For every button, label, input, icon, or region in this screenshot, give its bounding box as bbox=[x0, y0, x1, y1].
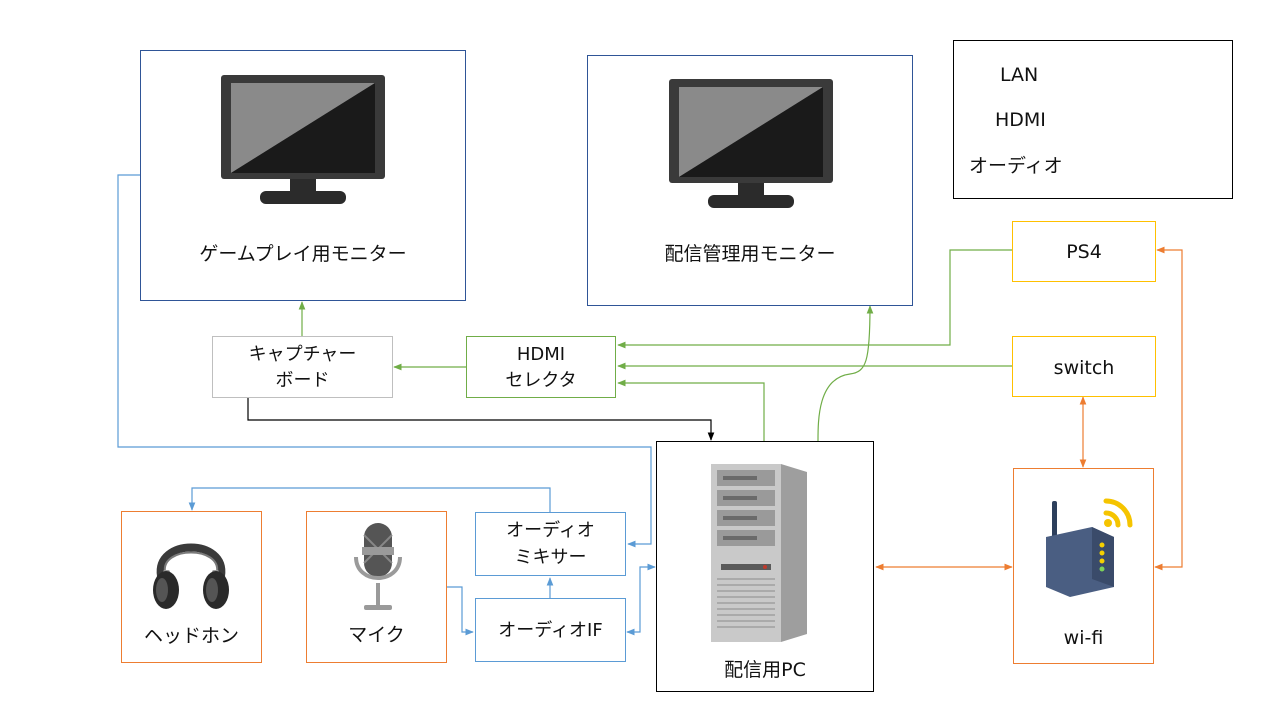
switch-label: switch bbox=[1053, 357, 1115, 379]
headphones-icon bbox=[153, 543, 229, 609]
legend-box bbox=[953, 40, 1233, 199]
wire-audio-if-to-pc bbox=[626, 563, 656, 636]
ps4-node: PS4 bbox=[1012, 221, 1156, 282]
monitor-icon bbox=[221, 75, 385, 204]
audio-if-label: オーディオIF bbox=[498, 620, 603, 641]
hdmi-selector-label-line1: HDMI bbox=[516, 344, 566, 365]
audio-mixer-label-line2: ミキサー bbox=[514, 547, 587, 568]
wifi-label: wi-fi bbox=[1063, 627, 1104, 649]
headphones-node: ヘッドホン bbox=[121, 511, 262, 663]
capture-board-node: キャプチャー ボード bbox=[212, 336, 393, 398]
legend-hdmi-label: HDMI bbox=[995, 109, 1046, 131]
gameplay-monitor-label: ゲームプレイ用モニター bbox=[199, 243, 407, 265]
wire-mixer-to-headphones bbox=[188, 487, 551, 512]
capture-board-label-line1: キャプチャー bbox=[248, 344, 357, 365]
legend-lan-label: LAN bbox=[1000, 64, 1039, 86]
streaming-monitor-label: 配信管理用モニター bbox=[664, 243, 836, 265]
audio-mixer-node: オーディオ ミキサー bbox=[475, 512, 626, 576]
wire-ps4-to-selector bbox=[617, 249, 1012, 349]
capture-board-label-line2: ボード bbox=[275, 370, 330, 391]
hdmi-selector-label-line2: セレクタ bbox=[505, 370, 577, 391]
audio-if-node: オーディオIF bbox=[475, 598, 626, 662]
wire-mic-to-audio-if bbox=[446, 586, 474, 636]
monitor-icon bbox=[669, 79, 833, 208]
streaming-pc-node: 配信用PC bbox=[656, 441, 874, 692]
switch-node: switch bbox=[1012, 336, 1156, 397]
mic-label: マイク bbox=[348, 624, 405, 646]
audio-mixer-label-line1: オーディオ bbox=[506, 520, 595, 541]
mic-node: マイク bbox=[306, 511, 447, 663]
wire-pc-to-selector bbox=[617, 379, 765, 441]
wire-ps4-to-wifi bbox=[1154, 246, 1183, 571]
ps4-label: PS4 bbox=[1066, 241, 1102, 263]
streaming-monitor-node: 配信管理用モニター bbox=[587, 55, 913, 306]
microphone-icon bbox=[354, 523, 402, 610]
wire-pc-to-streaming-monitor bbox=[817, 305, 874, 442]
wifi-node: wi-fi bbox=[1013, 468, 1154, 664]
wire-monitor-audio-to-mixer bbox=[117, 174, 652, 548]
legend-audio-label: オーディオ bbox=[969, 155, 1063, 177]
gameplay-monitor-node: ゲームプレイ用モニター bbox=[140, 50, 466, 301]
pc-tower-icon bbox=[711, 464, 807, 642]
wifi-router-icon bbox=[1046, 498, 1133, 597]
headphones-label: ヘッドホン bbox=[143, 625, 239, 647]
hdmi-selector-node: HDMI セレクタ bbox=[466, 336, 616, 398]
wire-capture-to-pc bbox=[247, 398, 715, 441]
streaming-pc-label: 配信用PC bbox=[724, 659, 806, 681]
